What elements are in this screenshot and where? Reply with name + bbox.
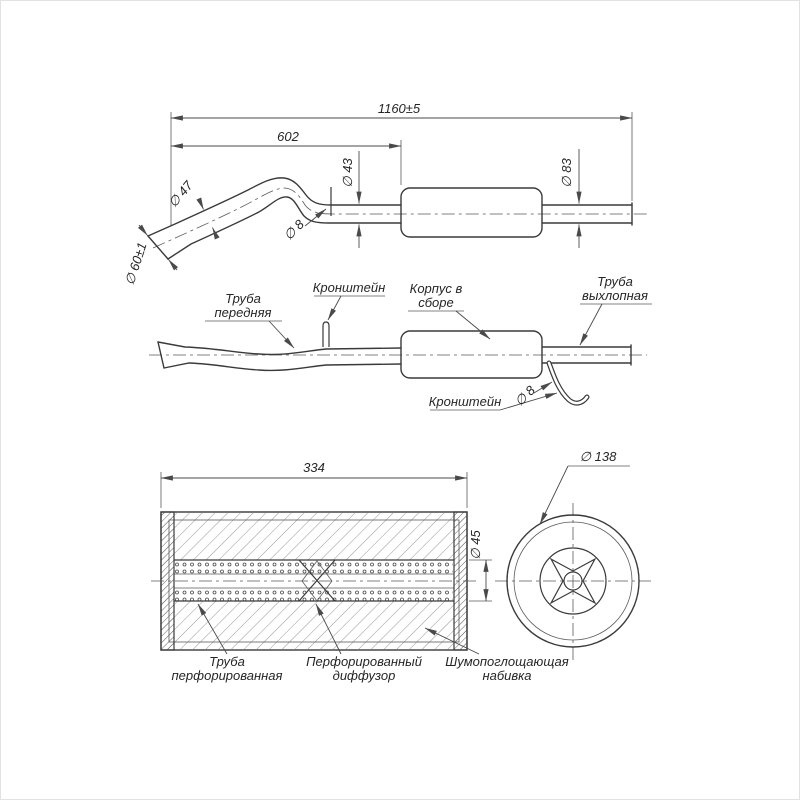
pipe-top-edge <box>147 177 402 237</box>
label-perforated-pipe-2: перфорированная <box>172 668 283 683</box>
dim-334: 334 <box>303 460 325 475</box>
label-body: Корпус в <box>410 281 463 296</box>
dim-line-d47b <box>212 227 220 240</box>
dim-overall: 1160±5 <box>378 101 421 116</box>
muffler-body <box>400 330 543 379</box>
label-exhaust-2: выхлопная <box>582 288 648 303</box>
leader-diffuser <box>315 603 342 655</box>
leader-front-pipe <box>268 320 295 349</box>
label-diffuser: Перфорированный <box>306 654 422 669</box>
pipe-bottom-edge <box>163 362 402 372</box>
shell-outer-circle <box>506 514 640 648</box>
dim-d138: ∅ 138 <box>580 449 617 464</box>
dim-d8: ∅ 8 <box>281 216 308 243</box>
bracket-rod-inner <box>547 361 589 405</box>
diffuser-star <box>549 557 597 605</box>
label-front-pipe-2: передняя <box>215 305 272 320</box>
end-view: ∅ 138 <box>495 449 651 661</box>
dim-d43: ∅ 43 <box>340 158 355 188</box>
diffuser-diamond <box>301 560 333 602</box>
perforation-band-top <box>175 561 453 574</box>
leader-perforated-pipe <box>197 603 228 655</box>
dim-d47: ∅ 47 <box>165 177 196 210</box>
label-diffuser-2: диффузор <box>333 668 396 683</box>
label-stuffing: Шумопоглощающая <box>445 654 568 669</box>
dim-d60: ∅ 60±1 <box>122 240 150 286</box>
center-hole-circle <box>563 571 583 591</box>
centerline <box>152 187 649 249</box>
bracket-rod <box>546 360 590 406</box>
section-view: 334 ∅ 45 Труба перфорированная <box>151 460 569 683</box>
perforation-band-bottom <box>175 588 453 601</box>
pipe-top-edge <box>157 341 402 356</box>
bracket-pin <box>322 321 330 347</box>
label-exhaust: Труба <box>597 274 633 289</box>
leader-d8-rod <box>533 381 553 394</box>
label-perforated-pipe: Труба <box>209 654 245 669</box>
leader-stuffing <box>424 627 480 655</box>
label-stuffing-2: набивка <box>482 668 531 683</box>
tube-circle <box>539 547 607 615</box>
leader-bracket-bottom <box>499 392 558 411</box>
leader-exhaust <box>579 303 603 346</box>
middle-view: Труба передняя Кронштейн Корпус в сборе … <box>149 274 652 411</box>
top-view: 1160±5 602 ∅ 43 ∅ 83 ∅ 8 ∅ 47 <box>122 101 649 287</box>
leader-d8 <box>304 208 327 227</box>
dim-line-d47a <box>196 197 204 210</box>
label-bracket-top: Кронштейн <box>313 280 386 295</box>
dim-d45: ∅ 45 <box>468 530 483 560</box>
shell-inner-circle <box>513 521 633 641</box>
dim-d83: ∅ 83 <box>559 158 574 188</box>
leader-body <box>455 310 491 340</box>
leader-bracket-top <box>327 295 342 321</box>
label-front-pipe: Труба <box>225 291 261 306</box>
inlet-mouth <box>147 235 169 260</box>
dim-line-d60a <box>137 224 148 236</box>
dim-line-d60b <box>168 259 179 271</box>
dim-602: 602 <box>277 129 299 144</box>
leader-d138 <box>539 465 569 525</box>
inlet-mouth <box>157 341 165 369</box>
muffler-body <box>400 187 543 238</box>
label-bracket-bottom: Кронштейн <box>429 394 502 409</box>
label-body-2: сборе <box>418 295 454 310</box>
diffuser-cone-line2 <box>298 559 336 602</box>
